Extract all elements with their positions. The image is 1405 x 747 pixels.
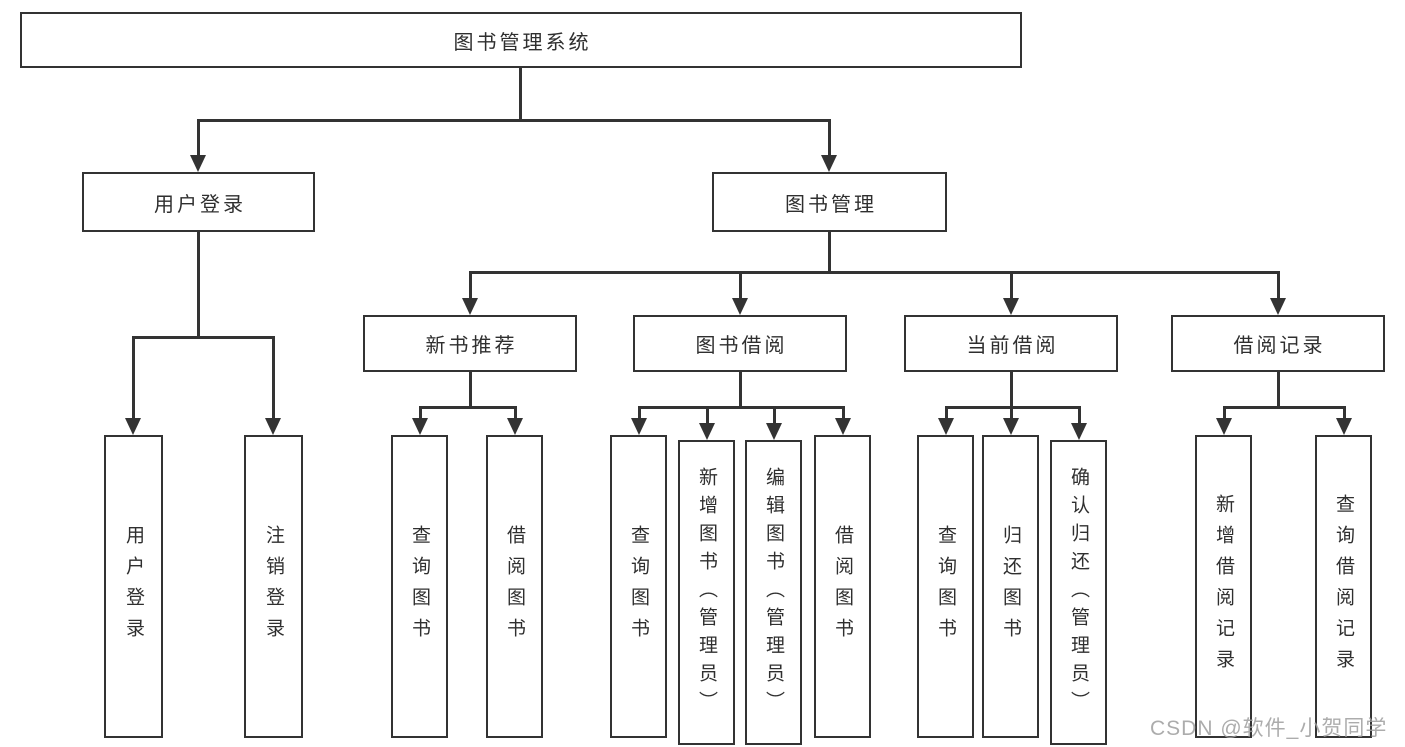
connector-line [1223, 406, 1226, 420]
node-user-login: 用户登录 [82, 172, 315, 232]
connector-line [469, 271, 1279, 274]
arrowhead-down-icon [821, 155, 837, 172]
connector-line [1223, 406, 1345, 409]
leaf-query-books-borrowing: 查询图书 [610, 435, 667, 738]
connector-line [519, 68, 522, 119]
leaf-user-login: 用户登录 [104, 435, 163, 738]
node-new-book-recommendation: 新书推荐 [363, 315, 577, 372]
leaf-query-books-current: 查询图书 [917, 435, 974, 738]
node-borrowing-records: 借阅记录 [1171, 315, 1385, 372]
connector-line [1010, 372, 1013, 406]
arrowhead-down-icon [462, 298, 478, 315]
arrowhead-down-icon [938, 418, 954, 435]
node-book-borrowing: 图书借阅 [633, 315, 847, 372]
connector-line [945, 406, 948, 420]
connector-line [638, 406, 641, 420]
leaf-borrow-books-borrowing: 借阅图书 [814, 435, 871, 738]
connector-line [1010, 406, 1013, 420]
arrowhead-down-icon [766, 423, 782, 440]
connector-line [419, 406, 422, 420]
arrowhead-down-icon [1216, 418, 1232, 435]
connector-line [706, 406, 709, 425]
connector-line [132, 336, 135, 420]
leaf-add-books-admin: 新增图书（管理员） [678, 440, 735, 745]
leaf-confirm-return-admin: 确认归还（管理员） [1050, 440, 1107, 745]
connector-line [773, 406, 776, 425]
connector-line [469, 271, 472, 300]
connector-line [197, 232, 200, 336]
connector-line [514, 406, 517, 420]
connector-line [133, 336, 274, 339]
connector-line [1078, 406, 1081, 425]
connector-line [197, 119, 830, 122]
connector-line [1010, 271, 1013, 300]
arrowhead-down-icon [1003, 298, 1019, 315]
connector-line [197, 119, 200, 157]
leaf-logout: 注销登录 [244, 435, 303, 738]
leaf-return-books: 归还图书 [982, 435, 1039, 738]
arrowhead-down-icon [1071, 423, 1087, 440]
connector-line [739, 271, 742, 300]
connector-line [638, 406, 844, 409]
connector-line [1277, 372, 1280, 406]
leaf-query-borrow-record: 查询借阅记录 [1315, 435, 1372, 738]
connector-line [945, 406, 1080, 409]
connector-line [828, 119, 831, 157]
arrowhead-down-icon [1003, 418, 1019, 435]
connector-line [272, 336, 275, 420]
arrowhead-down-icon [1270, 298, 1286, 315]
connector-line [419, 406, 516, 409]
arrowhead-down-icon [125, 418, 141, 435]
arrowhead-down-icon [507, 418, 523, 435]
arrowhead-down-icon [699, 423, 715, 440]
arrowhead-down-icon [265, 418, 281, 435]
node-library-management-system: 图书管理系统 [20, 12, 1022, 68]
connector-line [469, 372, 472, 406]
connector-line [842, 406, 845, 420]
watermark: CSDN @软件_小贺同学 [1150, 717, 1388, 740]
arrowhead-down-icon [631, 418, 647, 435]
arrowhead-down-icon [835, 418, 851, 435]
node-book-management: 图书管理 [712, 172, 947, 232]
leaf-edit-books-admin: 编辑图书（管理员） [745, 440, 802, 745]
arrowhead-down-icon [1336, 418, 1352, 435]
arrowhead-down-icon [732, 298, 748, 315]
arrowhead-down-icon [190, 155, 206, 172]
connector-line [828, 232, 831, 272]
node-current-borrowing: 当前借阅 [904, 315, 1118, 372]
leaf-borrow-books-recommend: 借阅图书 [486, 435, 543, 738]
leaf-add-borrow-record: 新增借阅记录 [1195, 435, 1252, 738]
connector-line [739, 372, 742, 406]
leaf-query-books-recommend: 查询图书 [391, 435, 448, 738]
arrowhead-down-icon [412, 418, 428, 435]
connector-line [1277, 271, 1280, 300]
connector-line [1343, 406, 1346, 420]
